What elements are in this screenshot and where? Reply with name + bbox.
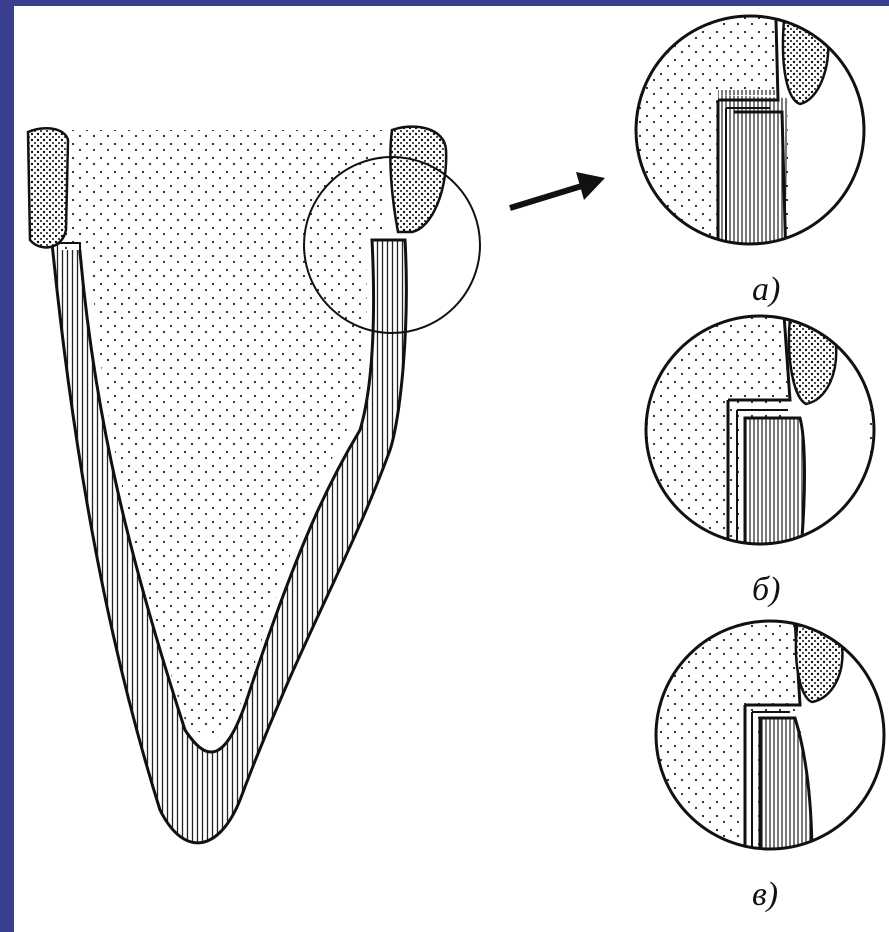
gum-right xyxy=(390,127,446,232)
detail-label-a: а) xyxy=(752,271,780,308)
detail-label-b: б) xyxy=(752,571,780,608)
tooth-stump xyxy=(60,130,385,734)
detail-a: а) xyxy=(630,10,870,308)
detail-c: в) xyxy=(650,615,889,913)
detail-b: б) xyxy=(640,310,880,608)
detail-label-c: в) xyxy=(752,876,778,913)
main-tooth xyxy=(28,127,480,843)
gum-left xyxy=(28,128,68,247)
arrow-right-icon xyxy=(510,172,605,208)
